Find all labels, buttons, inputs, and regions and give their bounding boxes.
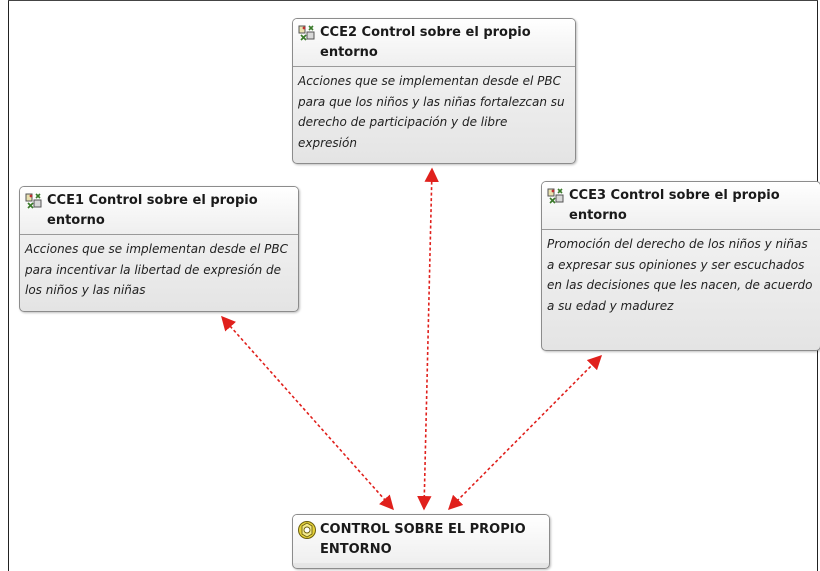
code-family-icon bbox=[25, 193, 42, 209]
node-main-header: CONTROL SOBRE EL PROPIO ENTORNO bbox=[293, 515, 549, 563]
canvas-top-border bbox=[8, 0, 818, 1]
node-cce2[interactable]: CCE2 Control sobre el propio entorno Acc… bbox=[292, 18, 576, 164]
node-cce1-title: CCE1 Control sobre el propio entorno bbox=[47, 193, 258, 228]
network-node-icon bbox=[298, 521, 316, 539]
code-family-icon bbox=[547, 188, 564, 204]
node-main-title: CONTROL SOBRE EL PROPIO ENTORNO bbox=[320, 522, 526, 557]
node-main[interactable]: CONTROL SOBRE EL PROPIO ENTORNO bbox=[292, 514, 550, 569]
node-cce1-description: Acciones que se implementan desde el PBC… bbox=[20, 234, 298, 305]
node-cce3-description: Promoción del derecho de los niños y niñ… bbox=[542, 229, 820, 320]
link-main-cce2[interactable] bbox=[417, 167, 439, 511]
link-main-cce3[interactable] bbox=[447, 354, 603, 511]
node-cce3-header: CCE3 Control sobre el propio entorno bbox=[542, 182, 820, 229]
node-cce2-title: CCE2 Control sobre el propio entorno bbox=[320, 25, 531, 60]
node-cce2-description: Acciones que se implementan desde el PBC… bbox=[293, 66, 575, 157]
node-cce3-title: CCE3 Control sobre el propio entorno bbox=[569, 188, 780, 223]
node-cce3[interactable]: CCE3 Control sobre el propio entorno Pro… bbox=[541, 181, 820, 351]
node-cce1[interactable]: CCE1 Control sobre el propio entorno Acc… bbox=[19, 186, 299, 312]
code-family-icon bbox=[298, 25, 315, 41]
node-cce2-header: CCE2 Control sobre el propio entorno bbox=[293, 19, 575, 66]
node-cce1-header: CCE1 Control sobre el propio entorno bbox=[20, 187, 298, 234]
link-main-cce1[interactable] bbox=[221, 315, 394, 511]
